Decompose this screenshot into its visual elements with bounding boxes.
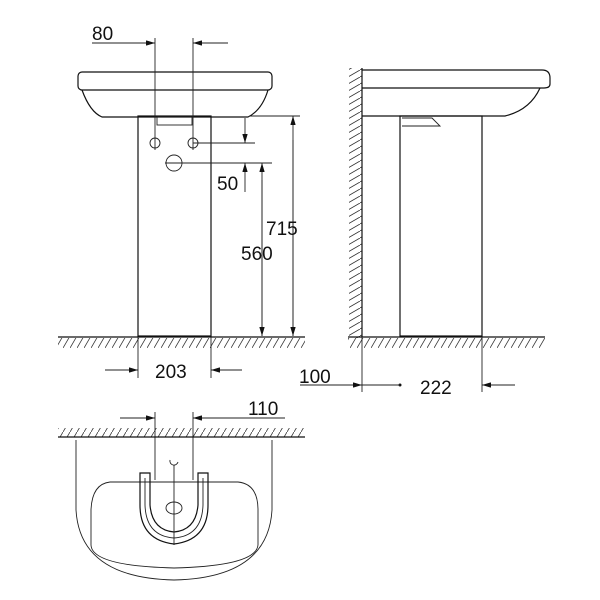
top-pedestal xyxy=(139,472,209,545)
floor-hatch xyxy=(58,338,305,348)
top-basin-bowl xyxy=(90,481,259,569)
dim-50: 50 xyxy=(217,174,238,195)
pedestal xyxy=(137,115,212,337)
top-basin-outline xyxy=(75,440,273,581)
dim-715: 715 xyxy=(266,219,298,240)
side-view: 100 222 xyxy=(299,68,551,399)
dim-100: 100 xyxy=(299,367,331,388)
wall-hatch xyxy=(349,68,362,338)
basin-rim xyxy=(77,71,273,91)
dim-560: 560 xyxy=(241,244,273,265)
side-pedestal xyxy=(399,115,483,337)
side-basin-bowl xyxy=(362,87,541,117)
dim-80: 80 xyxy=(92,24,113,45)
side-basin-rim xyxy=(362,69,551,89)
dim-222: 222 xyxy=(420,378,452,399)
overflow-slot xyxy=(156,116,193,126)
dim-110: 110 xyxy=(248,399,278,420)
front-view: 80 50 715 560 203 xyxy=(58,24,305,383)
dim-203: 203 xyxy=(155,362,187,383)
basin-bowl xyxy=(81,89,269,118)
top-view: 110 xyxy=(58,399,305,581)
